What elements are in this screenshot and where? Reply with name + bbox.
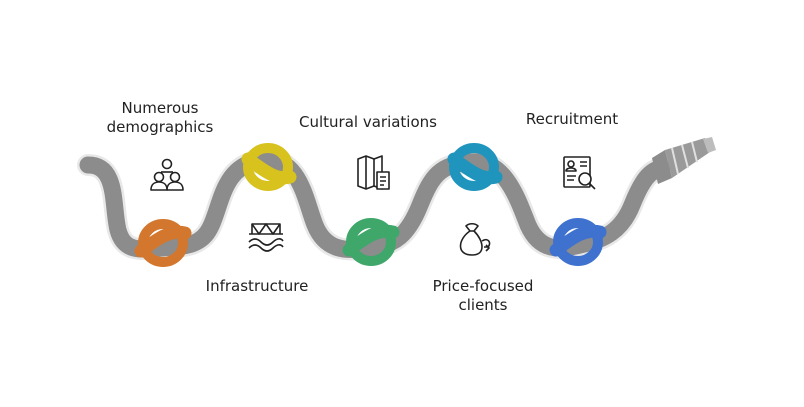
hose-tube xyxy=(79,151,671,259)
id-search-icon xyxy=(563,156,596,190)
money-bag-icon xyxy=(459,222,491,256)
knot-recruitment xyxy=(549,218,607,266)
knot-demographics xyxy=(134,219,192,267)
label-cultural: Cultural variations xyxy=(282,113,454,132)
hose-nozzle xyxy=(652,137,716,184)
label-line: Price-focused xyxy=(432,277,534,295)
label-recruitment: Recruitment xyxy=(512,110,632,129)
map-document-icon xyxy=(357,155,390,190)
knot-price xyxy=(447,143,503,191)
label-line: demographics xyxy=(106,118,214,136)
label-line: Infrastructure xyxy=(205,277,309,295)
label-infrastructure: Infrastructure xyxy=(192,277,322,296)
knot-cultural xyxy=(342,218,400,266)
label-line: Recruitment xyxy=(525,110,619,128)
label-line: Numerous xyxy=(121,99,199,117)
people-group-icon xyxy=(150,158,184,191)
label-line: Cultural variations xyxy=(299,113,437,131)
knot-infrastructure xyxy=(241,143,297,191)
label-price: Price-focused clients xyxy=(418,277,548,315)
label-line: clients xyxy=(458,296,508,314)
label-demographics: Numerous demographics xyxy=(100,99,220,137)
bridge-icon xyxy=(248,223,284,252)
